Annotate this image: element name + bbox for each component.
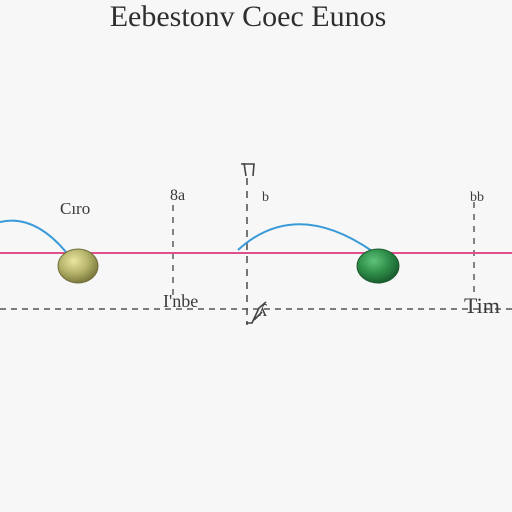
wave-arc-left — [0, 219, 67, 253]
ball-right — [356, 248, 400, 284]
ball-left — [57, 248, 99, 284]
label-marker-d: bb — [470, 190, 484, 205]
label-bottom-mid: ʎ — [258, 300, 267, 320]
label-marker-b: b — [262, 190, 269, 205]
label-left-ball: Cıro — [60, 199, 90, 218]
diagram-title: Eebestonv Coec Eunos — [110, 0, 387, 33]
label-marker-a: 8a — [170, 187, 185, 204]
bottom-squiggle-mark — [246, 301, 267, 324]
wave-arc-right — [237, 223, 373, 252]
top-tick-mark — [241, 162, 255, 177]
label-bottom-right: Tim — [464, 293, 500, 318]
label-bottom-left: I'nbe — [163, 291, 198, 311]
